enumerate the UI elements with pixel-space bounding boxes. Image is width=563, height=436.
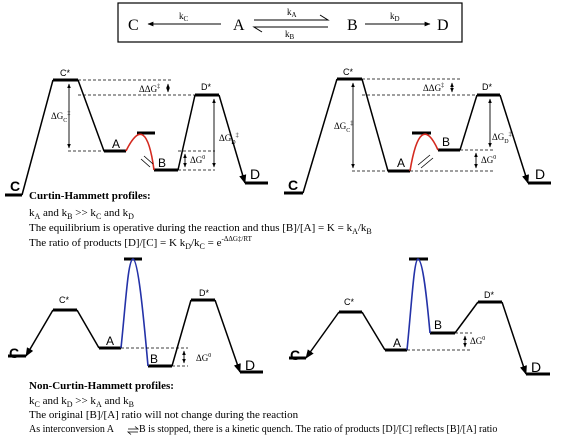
scheme-box <box>117 2 463 43</box>
harpoon-a-to-b <box>254 14 330 21</box>
kb-label: kB <box>285 29 295 41</box>
c-star-label: C* <box>60 68 70 78</box>
harpoon-b-to-a <box>252 26 328 33</box>
path-cstar-to-c <box>21 79 54 196</box>
harpoon-forward-icon <box>128 426 140 430</box>
d-star-label: D* <box>201 82 211 92</box>
dgc-label: ΔGC‡ <box>51 111 70 124</box>
scheme-d: D <box>437 17 449 34</box>
path-b-to-dstar <box>459 94 478 151</box>
interconv-arrow-1 <box>417 154 431 166</box>
c-star-label: C* <box>343 67 353 77</box>
curtin-equilibrium: The equilibrium is operative during the … <box>29 222 372 236</box>
dg0-label: ΔG0 <box>196 353 211 363</box>
d-star-label: D* <box>482 82 492 92</box>
scheme-b: B <box>347 17 358 34</box>
profile-bottom-left: C* D* A B C D ΔG0 <box>8 257 263 374</box>
c-star-label: C* <box>59 295 69 305</box>
noncurtin-heading: Non-Curtin-Hammett profiles: <box>29 380 174 392</box>
dgd-label: ΔGD‡ <box>219 133 239 146</box>
barrier-a-b-red <box>125 133 155 171</box>
a-label: A <box>106 334 114 348</box>
barrier-a-b-blue <box>120 258 149 367</box>
b-label: B <box>150 352 158 366</box>
d-star-label: D* <box>484 290 494 300</box>
path-cstar-to-a <box>77 79 105 152</box>
path-dstar-to-d <box>218 94 247 184</box>
a-label: A <box>393 336 401 350</box>
profile-bottom-right: C* D* A B C D ΔG0 <box>289 257 550 376</box>
noncurtin-rate-condition: kC and kD >> kA and kB <box>29 395 134 409</box>
c-label: C <box>10 178 20 194</box>
curtin-hammett-text: Curtin-Hammett profiles: kA and kB >> kC… <box>29 190 372 251</box>
interconv-arrow-2 <box>140 158 151 168</box>
barrier-a-b-blue <box>406 258 431 351</box>
b-label: B <box>158 156 166 170</box>
c-label: C <box>290 347 300 363</box>
ddg-label: ΔΔG‡ <box>423 83 444 93</box>
noncurtin-quench-pre: As interconversion A <box>29 424 115 435</box>
path-dstar-to-d <box>501 301 527 375</box>
path-cstar-to-a <box>361 78 389 172</box>
curtin-heading: Curtin-Hammett profiles: <box>29 190 151 202</box>
profile-top-left: C* D* A B C D ΔΔG‡ ΔGC‡ ΔGD‡ ΔG0 <box>5 68 268 197</box>
c-label: C <box>288 177 298 193</box>
b-label: B <box>442 135 450 149</box>
barrier-a-b-red <box>409 133 439 172</box>
a-label: A <box>397 156 405 170</box>
path-cstar-to-a <box>361 311 386 351</box>
scheme-a: A <box>233 17 245 34</box>
dgd-label: ΔGD‡ <box>492 132 512 145</box>
curtin-rate-condition: kA and kB >> kC and kD <box>29 207 134 221</box>
dgc-label: ΔGC‡ <box>334 121 353 134</box>
a-label: A <box>112 137 120 151</box>
b-label: B <box>434 318 442 332</box>
scheme-c: C <box>128 17 139 34</box>
path-cstar-to-a <box>76 309 100 349</box>
harpoon-back-icon <box>126 431 138 435</box>
path-cstar-to-c <box>305 311 340 359</box>
dg0-label: ΔG0 <box>190 155 205 165</box>
ka-label: kA <box>287 7 297 19</box>
dg0-label: ΔG0 <box>470 336 485 346</box>
non-curtin-hammett-text: Non-Curtin-Hammett profiles: kC and kD >… <box>29 380 497 435</box>
path-dstar-to-d <box>214 299 241 373</box>
d-label: D <box>535 166 545 182</box>
c-star-label: C* <box>344 297 354 307</box>
noncurtin-quench-post: B is stopped, there is a kinetic quench.… <box>139 424 497 435</box>
ddg-label: ΔΔG‡ <box>139 84 160 94</box>
noncurtin-ratio-unchanged: The original [B]/[A] ratio will not chan… <box>29 409 299 421</box>
path-cstar-to-c <box>302 78 338 194</box>
path-b-to-dstar <box>454 301 479 334</box>
kc-label: kC <box>179 11 189 23</box>
d-label: D <box>250 166 260 182</box>
kd-label: kD <box>390 11 400 23</box>
path-dstar-to-d <box>499 94 529 184</box>
reaction-scheme: C A B D kC kA kB kD <box>117 2 463 43</box>
path-b-to-dstar <box>177 94 196 171</box>
path-cstar-to-c <box>25 309 54 357</box>
d-label: D <box>531 359 541 375</box>
d-label: D <box>245 357 255 373</box>
interconv-arrow-2 <box>420 157 434 169</box>
profile-top-right: C* D* A B C D ΔΔG‡ ΔGC‡ ΔGD‡ ΔG0 <box>284 67 551 195</box>
interconv-arrow-1 <box>143 155 154 165</box>
path-b-to-dstar <box>171 299 192 367</box>
curtin-product-ratio: The ratio of products [D]/[C] = K kD/kC … <box>29 235 253 251</box>
d-star-label: D* <box>199 288 209 298</box>
dg0-label: ΔG0 <box>481 155 496 165</box>
c-label: C <box>9 345 19 361</box>
